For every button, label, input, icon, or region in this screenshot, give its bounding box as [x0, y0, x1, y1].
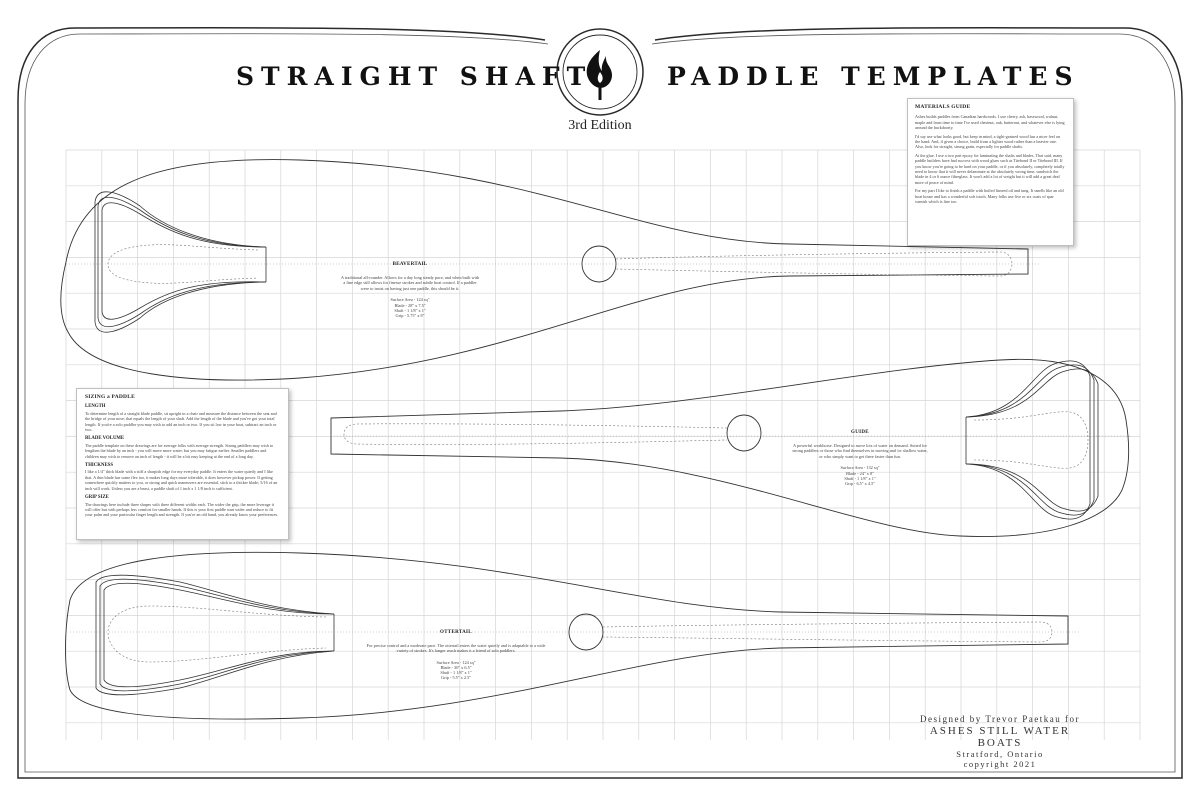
materials-guide-heading: MATERIALS GUIDE: [915, 104, 971, 110]
edition-label: 3rd Edition: [568, 118, 632, 133]
grip-size-heading: GRIP SIZE: [85, 495, 109, 501]
thickness-text: I like a 1/4" thick blade with a stiff a…: [85, 469, 278, 491]
sizing-guide-heading: SIZING a PADDLE: [85, 394, 135, 400]
spec-line: Shaft - 1 1/8" x 1": [440, 670, 472, 676]
brand-name: ASHES STILL WATER BOATS: [929, 725, 1071, 749]
guide-outline: [330, 358, 1130, 537]
spec-line: Surface Area - 132 sq": [840, 465, 880, 471]
spec-line: Surface Area - 124 sq": [390, 297, 430, 303]
spec-line: Shaft - 1 1/8" x 1": [844, 475, 876, 481]
ottertail-text: For precise control and a moderate pace.…: [366, 642, 546, 654]
ottertail-name: OTTERTAIL: [440, 630, 472, 635]
ottertail-outline: [65, 551, 1069, 720]
ottertail-paddle: [65, 551, 1080, 720]
length-text: To determine length of a straight blade …: [85, 410, 277, 433]
spec-line: Shaft - 1 1/8" x 1": [394, 307, 426, 313]
border-frame: [17, 27, 1183, 779]
materials-paragraph: Ashes builds paddles from Canadian hardw…: [915, 114, 1065, 131]
beavertail-description: BEAVERTAIL A traditional all-rounder. Al…: [340, 262, 480, 318]
ottertail-description: OTTERTAIL For precise control and a mode…: [366, 630, 546, 681]
flame-icon: [586, 50, 612, 100]
spec-line: Grip - 6.5" x 4.5": [844, 480, 875, 486]
ottertail-specs: Surface Area - 124 sq" Blade - 30" x 6.5…: [366, 660, 546, 681]
thickness-heading: THICKNESS: [85, 463, 113, 469]
spec-line: Grip - 5.75" x 8": [395, 312, 425, 318]
guide-name: GUIDE: [851, 430, 869, 435]
location: Stratford, Ontario: [956, 749, 1044, 759]
guide-description: GUIDE A powerful workhorse. Designed to …: [790, 430, 930, 486]
guide-text: A powerful workhorse. Designed to move l…: [792, 442, 928, 459]
designed-by: Designed by Trevor Paetkau for: [920, 714, 1080, 724]
title-left: STRAIGHT SHAFT: [236, 62, 593, 91]
title-right: PADDLE TEMPLATES: [667, 62, 1080, 91]
copyright: copyright 2021: [963, 759, 1037, 769]
beavertail-specs: Surface Area - 124 sq" Blade - 28" x 7.5…: [340, 297, 480, 318]
guide-paddle: [330, 358, 1130, 537]
materials-guide-box: MATERIALS GUIDE Ashes builds paddles fro…: [907, 98, 1074, 246]
spec-line: Surface Area - 124 sq": [436, 659, 476, 665]
designer-credit: Designed by Trevor Paetkau for ASHES STI…: [910, 714, 1090, 769]
beavertail-text: A traditional all-rounder. Allows for a …: [340, 274, 480, 291]
guide-specs: Surface Area - 132 sq" Blade - 24" x 8" …: [790, 465, 930, 486]
length-heading: LENGTH: [85, 404, 106, 410]
spec-line: Blade - 24" x 8": [846, 470, 874, 476]
beavertail-name: BEAVERTAIL: [392, 262, 428, 267]
blade-volume-text: The paddle template on these drawings ar…: [85, 442, 274, 459]
spec-line: Blade - 30" x 6.5": [440, 664, 472, 670]
materials-paragraph: At the glue, I use a two part epoxy for …: [915, 152, 1065, 185]
emblem: [556, 28, 644, 116]
border-frame-inner: [24, 33, 1176, 773]
blade-volume-heading: BLADE VOLUME: [85, 436, 125, 442]
beavertail-paddle: [60, 159, 1040, 381]
beavertail-outline: [60, 159, 1029, 381]
background-grid: [65, 149, 1141, 740]
materials-paragraph: For my part I like to finish a paddle wi…: [915, 188, 1064, 205]
spec-line: Blade - 28" x 7.5": [394, 302, 426, 308]
materials-paragraph: I'd say use what looks good, but keep in…: [915, 133, 1061, 150]
spec-line: Grip - 5.5" x 2.5": [440, 675, 471, 681]
sizing-guide-box: SIZING a PADDLE LENGTH To determine leng…: [76, 388, 289, 540]
grip-size-text: The drawings here include three shapes w…: [85, 501, 279, 518]
